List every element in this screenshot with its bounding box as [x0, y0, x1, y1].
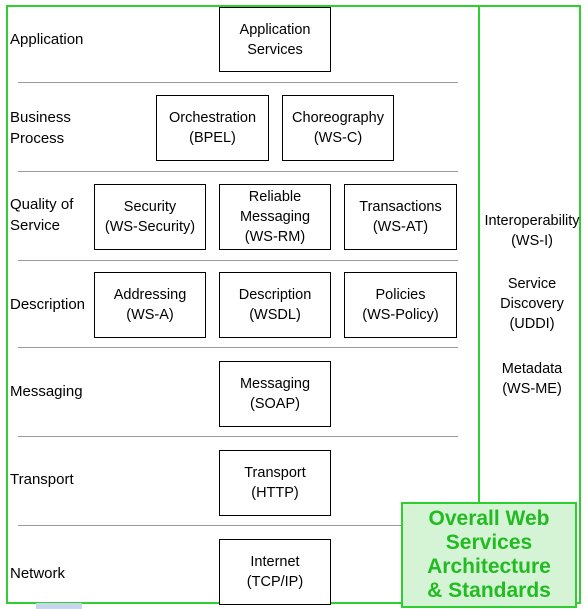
box-title: Transactions: [359, 199, 442, 215]
interoperability-item: Interoperability (WS-I): [482, 211, 582, 251]
description-box: Description (WSDL): [219, 272, 331, 338]
title-line: Overall Web: [428, 507, 550, 530]
box-title: Description: [238, 287, 312, 303]
metadata-item: Metadata (WS-ME): [482, 359, 582, 399]
application-services-box: Application Services: [219, 7, 331, 72]
box-title: Reliable: [248, 189, 302, 205]
box-title: Messaging: [239, 209, 311, 225]
layer-label-network: Network: [10, 565, 66, 582]
box-title: Services: [247, 41, 303, 58]
side-title: Service: [507, 276, 557, 292]
side-standard: (WS-I): [511, 233, 553, 249]
box-standard: (WS-A): [126, 307, 174, 323]
side-title: Metadata: [501, 361, 563, 377]
layer-label-description: Description: [10, 296, 86, 313]
box-title: Application: [239, 21, 311, 38]
box-title: Policies: [375, 287, 426, 303]
transactions-box: Transactions (WS-AT): [344, 184, 457, 250]
box-title: Messaging: [239, 376, 311, 392]
box-title: Addressing: [113, 287, 187, 303]
internet-box: Internet (TCP/IP): [219, 539, 331, 605]
service-discovery-item: Service Discovery (UDDI): [482, 274, 582, 334]
box-title: Orchestration: [168, 110, 257, 126]
side-standard: (WS-ME): [502, 381, 562, 397]
box-title: Internet: [250, 554, 300, 570]
choreography-box: Choreography (WS-C): [282, 95, 394, 161]
box-standard: (WS-AT): [372, 219, 429, 235]
layer-separator: [18, 525, 458, 526]
box-standard: (BPEL): [189, 130, 236, 146]
transport-box: Transport (HTTP): [219, 450, 331, 516]
layer-separator: [18, 260, 458, 261]
orchestration-box: Orchestration (BPEL): [156, 95, 269, 161]
layer-label-application: Application: [10, 31, 84, 48]
side-column-divider: [478, 5, 480, 505]
layer-label-business-process: Business Process: [10, 109, 71, 147]
layer-separator: [18, 171, 458, 172]
box-standard: (WS-C): [313, 130, 363, 146]
box-standard: (TCP/IP): [246, 574, 304, 590]
title-line: & Standards: [427, 579, 551, 602]
title-line: Services: [445, 531, 533, 554]
layer-label-transport: Transport: [10, 471, 74, 488]
messaging-box: Messaging (SOAP): [219, 361, 331, 427]
title-line: Architecture: [427, 555, 551, 578]
security-box: Security (WS-Security): [94, 184, 206, 250]
box-title: Security: [123, 199, 177, 215]
box-standard: (SOAP): [250, 396, 300, 412]
layer-label-messaging: Messaging: [10, 383, 83, 400]
layer-separator: [18, 82, 458, 83]
decorative-bottom-mark: [36, 603, 82, 609]
layer-label-quality-of-service: Quality of Service: [10, 196, 74, 234]
policies-box: Policies (WS-Policy): [344, 272, 457, 338]
addressing-box: Addressing (WS-A): [94, 272, 206, 338]
diagram-title-box: Overall Web Services Architecture & Stan…: [401, 502, 577, 608]
reliable-messaging-box: Reliable Messaging (WS-RM): [219, 184, 331, 250]
box-standard: (WSDL): [249, 307, 301, 323]
box-standard: (WS-Security): [104, 219, 196, 235]
side-title: Interoperability: [484, 213, 580, 229]
box-title: Choreography: [292, 110, 384, 126]
box-standard: (WS-RM): [244, 229, 306, 245]
box-title: Transport: [244, 465, 306, 481]
layer-separator: [18, 347, 458, 348]
side-title: Discovery: [500, 296, 564, 312]
layer-separator: [18, 436, 458, 437]
side-standard: (UDDI): [509, 316, 555, 332]
box-standard: (HTTP): [251, 485, 299, 501]
box-standard: (WS-Policy): [362, 307, 439, 323]
